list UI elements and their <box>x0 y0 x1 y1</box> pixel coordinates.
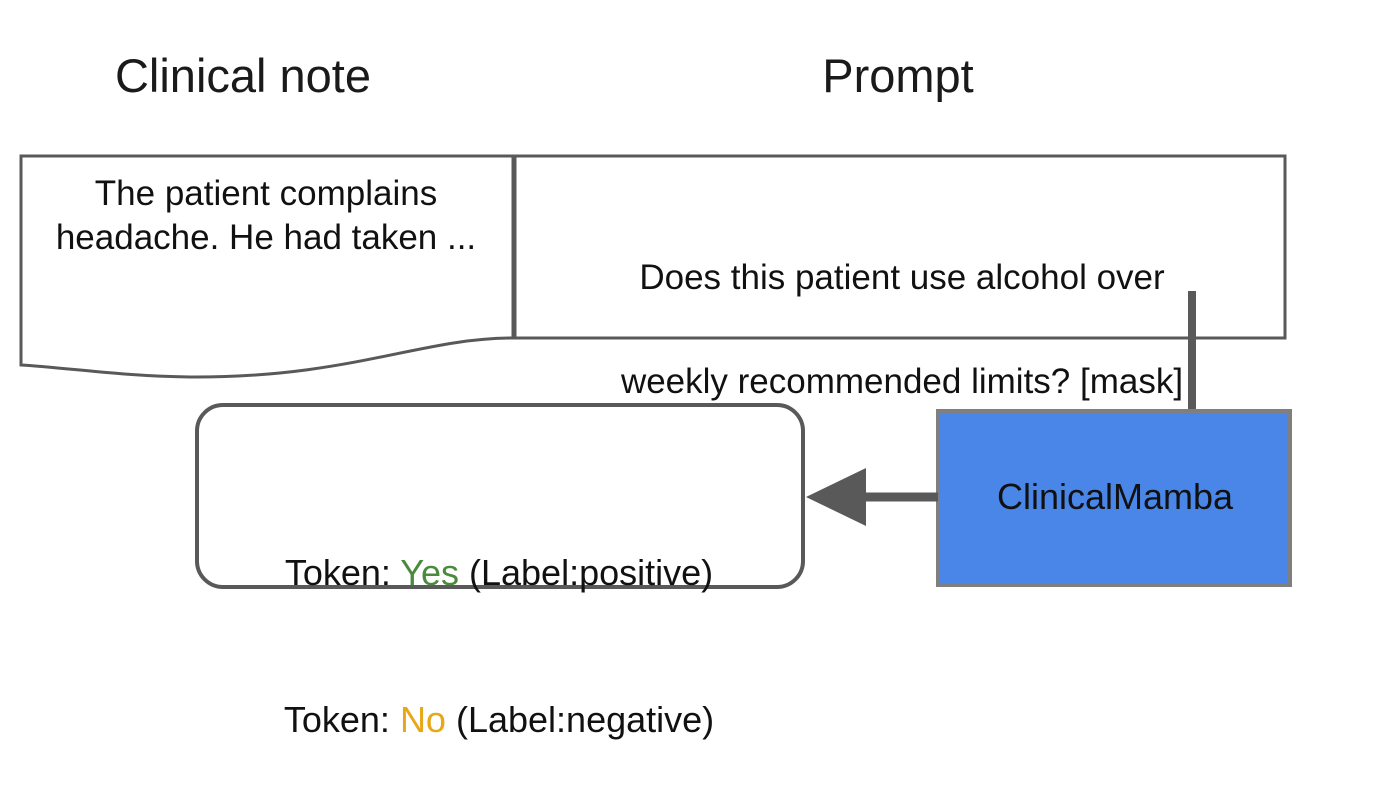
model-name-label: ClinicalMamba <box>996 476 1234 517</box>
token-value-negative: No <box>399 699 446 740</box>
prompt-text: Does this patient use alcohol over weekl… <box>522 200 1282 460</box>
token-prefix-negative: Token: <box>283 699 400 740</box>
output-line-positive: Token: Yes (Label:positive) <box>212 548 786 597</box>
token-suffix-positive: (Label:positive) <box>459 552 714 593</box>
diagram-canvas: Clinical note Prompt The patient complai… <box>19 49 1292 740</box>
arrow-head-icon <box>806 468 866 526</box>
clinical-note-box <box>19 154 515 379</box>
prompt-box <box>513 154 1287 340</box>
model-box <box>936 409 1292 587</box>
token-prefix-positive: Token: <box>284 552 401 593</box>
output-token-list: Token: Yes (Label:positive) Token: No (L… <box>212 450 786 793</box>
prompt-text-line-1: Does this patient use alcohol over <box>639 258 1165 297</box>
token-value-positive: Yes <box>400 552 459 593</box>
prompt-text-line-2: weekly recommended limits? [mask] <box>620 362 1184 401</box>
output-line-negative: Token: No (Label:negative) <box>212 695 786 744</box>
column-header-prompt: Prompt <box>822 49 974 102</box>
column-header-clinical-note: Clinical note <box>114 49 372 102</box>
shape-layer <box>19 154 1292 589</box>
output-box <box>195 403 805 589</box>
clinical-note-text: The patient complains headache. He had t… <box>55 174 477 257</box>
token-suffix-negative: (Label:negative) <box>445 699 715 740</box>
